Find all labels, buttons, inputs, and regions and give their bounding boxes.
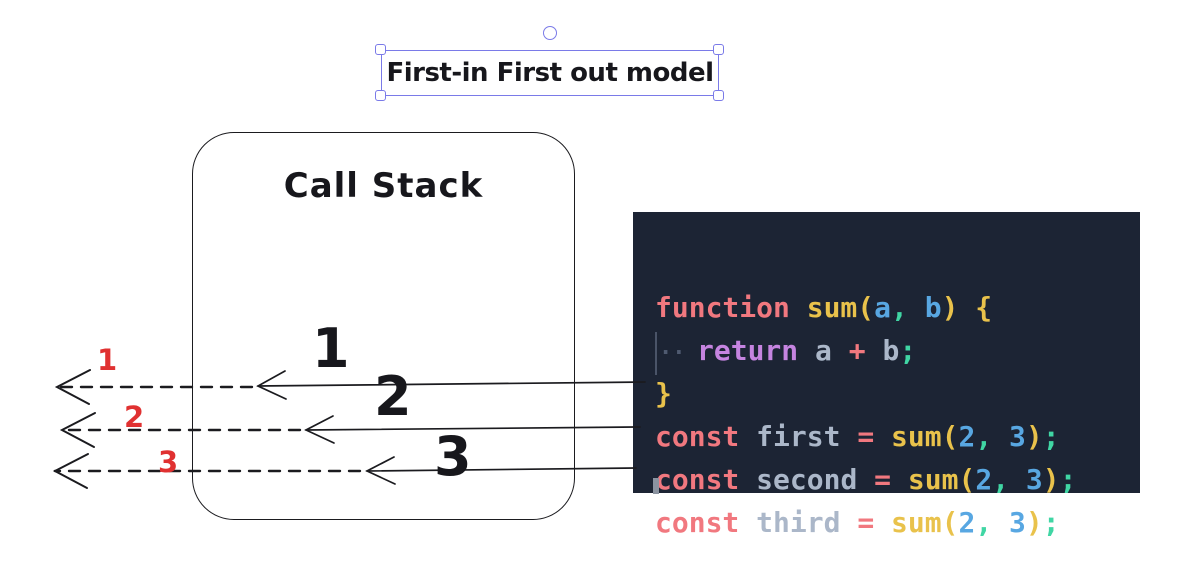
selection-rect: First-in First out model [381,50,719,96]
code-line: const first = sum(2, 3); [655,420,1060,453]
code-line: const second = sum(2, 3); [655,463,1077,496]
selection-handle-top-left[interactable] [375,44,386,55]
selection-handle-top-right[interactable] [713,44,724,55]
code-line: function sum(a, b) { [655,291,993,324]
call-stack-label: Call Stack [283,166,484,206]
call-stack-box[interactable]: Call Stack [192,132,575,520]
code-snippet[interactable]: function sum(a, b) { ··return a + b;} cons… [633,212,1140,539]
call-order-label-3[interactable]: 3 [434,425,472,488]
selection-handle-bottom-right[interactable] [713,90,724,101]
call-order-label-2[interactable]: 2 [374,365,412,428]
return-order-label-3[interactable]: 3 [158,445,179,479]
call-order-label-1[interactable]: 1 [312,317,350,380]
selection-handle-bottom-left[interactable] [375,90,386,101]
code-line: ··return a + b; [655,329,1140,375]
code-lines: function sum(a, b) { ··return a + b;} cons… [655,286,1140,544]
return-order-label-1[interactable]: 1 [97,343,118,377]
diagram-title[interactable]: First-in First out model [386,58,714,88]
return-order-label-2[interactable]: 2 [124,400,145,434]
code-line: } [655,377,672,410]
rotation-handle[interactable] [543,26,557,40]
text-cursor [653,478,659,494]
code-line: const third = sum(2, 3); [655,506,1060,539]
